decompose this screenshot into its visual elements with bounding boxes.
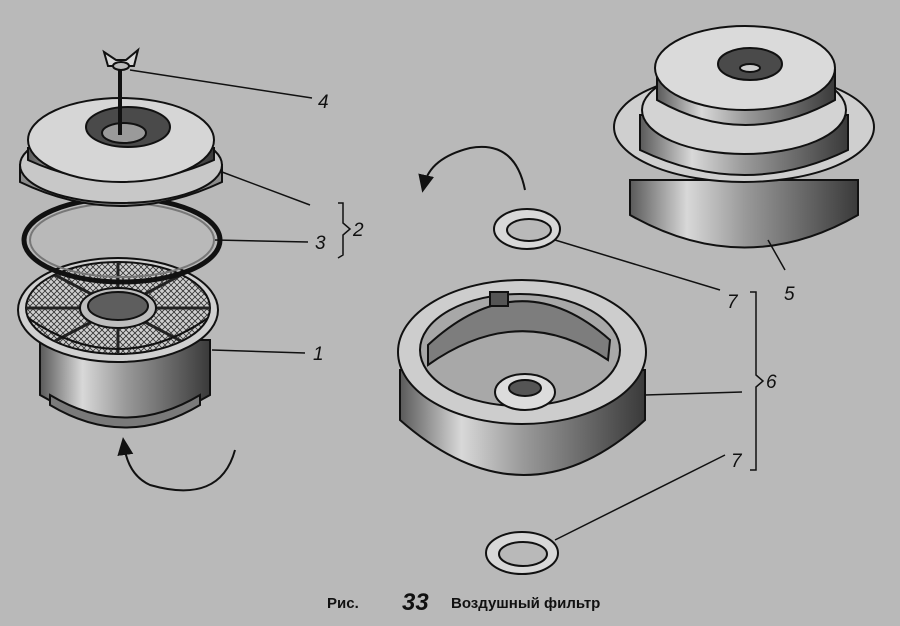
caption-prefix: Рис.: [327, 595, 359, 612]
label-3: 3: [315, 233, 326, 254]
label-6: 6: [766, 372, 777, 393]
left-filter-assembly: [17, 47, 236, 492]
label-7-bottom: 7: [731, 451, 743, 472]
label-1: 1: [313, 344, 324, 365]
part-labels: 4 3 2 1 7 5 6 7: [313, 92, 795, 472]
leader-lines-right: [554, 239, 786, 541]
leader-lines-left: [129, 69, 352, 354]
filter-body-5: [613, 25, 875, 249]
label-7-top: 7: [727, 292, 739, 313]
rotation-arrow-right: [418, 145, 526, 193]
seal-ring-7-bottom: [485, 531, 559, 575]
wing-nut-4: [102, 47, 140, 135]
filter-housing-1: [17, 257, 219, 429]
seal-ring-7-top: [493, 208, 561, 250]
rotation-arrow-left: [117, 437, 236, 492]
filter-body-6: [397, 279, 647, 476]
label-2: 2: [352, 220, 364, 241]
label-5: 5: [784, 284, 795, 305]
label-4: 4: [318, 92, 329, 113]
caption-number: 33: [402, 589, 429, 616]
filter-cover: [19, 97, 223, 207]
figure-caption: Рис. 33 Воздушный фильтр: [327, 589, 600, 616]
caption-title: Воздушный фильтр: [451, 595, 600, 612]
